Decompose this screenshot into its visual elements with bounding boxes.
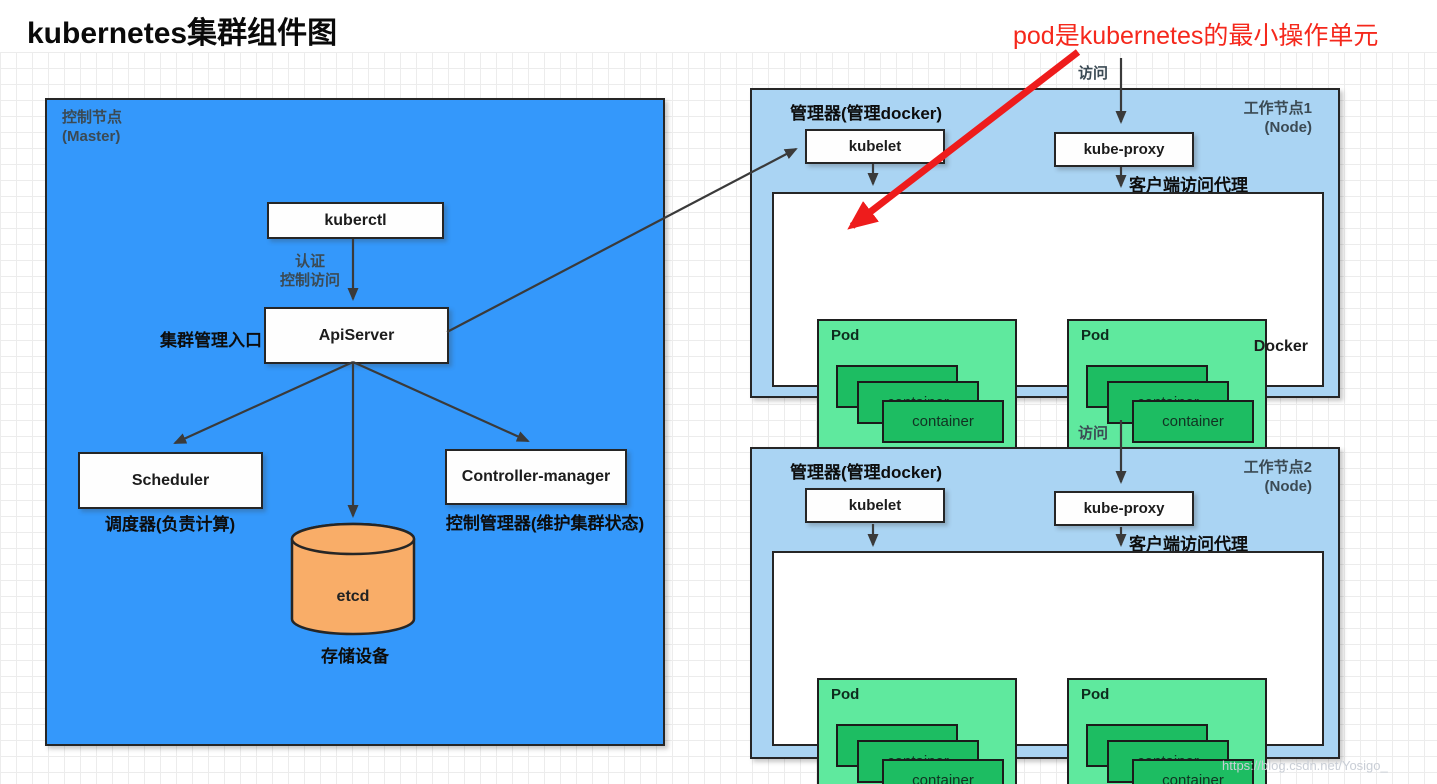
- container-label: container: [1162, 413, 1224, 430]
- node2-kubelet-box: kubelet: [805, 488, 945, 523]
- node2-kubelet-label: kubelet: [848, 497, 902, 514]
- master-corner-line2: (Master): [62, 128, 121, 145]
- container-box: container: [1132, 759, 1254, 784]
- container-box: container: [882, 400, 1004, 443]
- node1-proxy-caption: 客户端访问代理: [1129, 176, 1248, 195]
- node2-pod2-label: Pod: [1081, 686, 1110, 703]
- apiserver-box: ApiServer: [264, 307, 449, 364]
- apiserver-label: ApiServer: [318, 326, 395, 344]
- etcd-label: etcd: [336, 588, 370, 605]
- node2-corner-line1: 工作节点2: [1243, 459, 1312, 476]
- controller-manager-box: Controller-manager: [445, 449, 627, 505]
- controller-manager-caption: 控制管理器(维护集群状态): [445, 514, 645, 533]
- node1-corner-line1: 工作节点1: [1243, 100, 1312, 117]
- node2-kube-proxy-label: kube-proxy: [1083, 500, 1165, 517]
- scheduler-label: Scheduler: [131, 471, 210, 489]
- node2-kube-proxy-box: kube-proxy: [1054, 491, 1194, 526]
- container-label: container: [912, 772, 974, 784]
- pod-annotation-text: pod是kubernetes的最小操作单元: [1013, 22, 1379, 50]
- node1-docker-box: Pod container container Pod container co…: [772, 192, 1324, 469]
- node2-corner-line2: (Node): [1264, 478, 1313, 495]
- node1-pod1: Pod container container: [817, 319, 1017, 469]
- node2-corner-label: 工作节点2 (Node): [1244, 458, 1312, 496]
- scheduler-box: Scheduler: [78, 452, 263, 509]
- node2-header: 管理器(管理docker): [790, 463, 943, 482]
- node1-kubelet-box: kubelet: [805, 129, 945, 164]
- node1-kubelet-label: kubelet: [848, 138, 902, 155]
- node1-pod2-label: Pod: [1081, 327, 1110, 344]
- node1-corner-label: 工作节点1 (Node): [1244, 99, 1312, 137]
- container-label: container: [912, 413, 974, 430]
- kuberctl-box: kuberctl: [267, 202, 444, 239]
- diagram-title: kubernetes集群组件图: [27, 17, 338, 50]
- etcd-caption: 存储设备: [321, 647, 389, 666]
- node2-pod1-label: Pod: [831, 686, 860, 703]
- master-node-box: 控制节点 (Master) kuberctl 认证 控制访问 ApiServer…: [45, 98, 665, 746]
- container-box: container: [1132, 400, 1254, 443]
- apiserver-caption: 集群管理入口: [160, 331, 262, 350]
- node1-kube-proxy-box: kube-proxy: [1054, 132, 1194, 167]
- watermark-url: https://blog.csdn.net/Yosigo_: [1222, 758, 1388, 773]
- node1-pod2: Pod container container: [1067, 319, 1267, 469]
- node1-kube-proxy-label: kube-proxy: [1083, 141, 1165, 158]
- controller-manager-label: Controller-manager: [461, 468, 611, 485]
- node2-access-label: 访问: [1078, 425, 1109, 442]
- node1-corner-line2: (Node): [1264, 119, 1313, 136]
- node1-header: 管理器(管理docker): [790, 104, 943, 123]
- container-box: container: [882, 759, 1004, 784]
- node1-pod1-label: Pod: [831, 327, 860, 344]
- worker-node2-box: 管理器(管理docker) 工作节点2 (Node) kubelet kube-…: [750, 447, 1340, 784]
- node1-access-label: 访问: [1078, 65, 1109, 82]
- auth-label: 认证 控制访问: [260, 252, 360, 290]
- node2-pod1: Pod container container: [817, 678, 1017, 784]
- node2-pod2: Pod container container: [1067, 678, 1267, 784]
- kuberctl-label: kuberctl: [324, 211, 387, 229]
- worker-node1-box: 管理器(管理docker) 工作节点1 (Node) kubelet kube-…: [750, 88, 1340, 469]
- node2-docker-box: Pod container container Pod container co…: [772, 551, 1324, 784]
- auth-line2: 控制访问: [279, 272, 340, 289]
- auth-line1: 认证: [294, 253, 325, 270]
- scheduler-caption: 调度器(负责计算): [104, 515, 236, 534]
- node2-proxy-caption: 客户端访问代理: [1129, 535, 1248, 554]
- node1-docker-label: Docker: [1253, 338, 1308, 355]
- master-corner-label: 控制节点 (Master): [62, 108, 122, 146]
- master-corner-line1: 控制节点: [62, 109, 123, 126]
- container-label: container: [1162, 772, 1224, 784]
